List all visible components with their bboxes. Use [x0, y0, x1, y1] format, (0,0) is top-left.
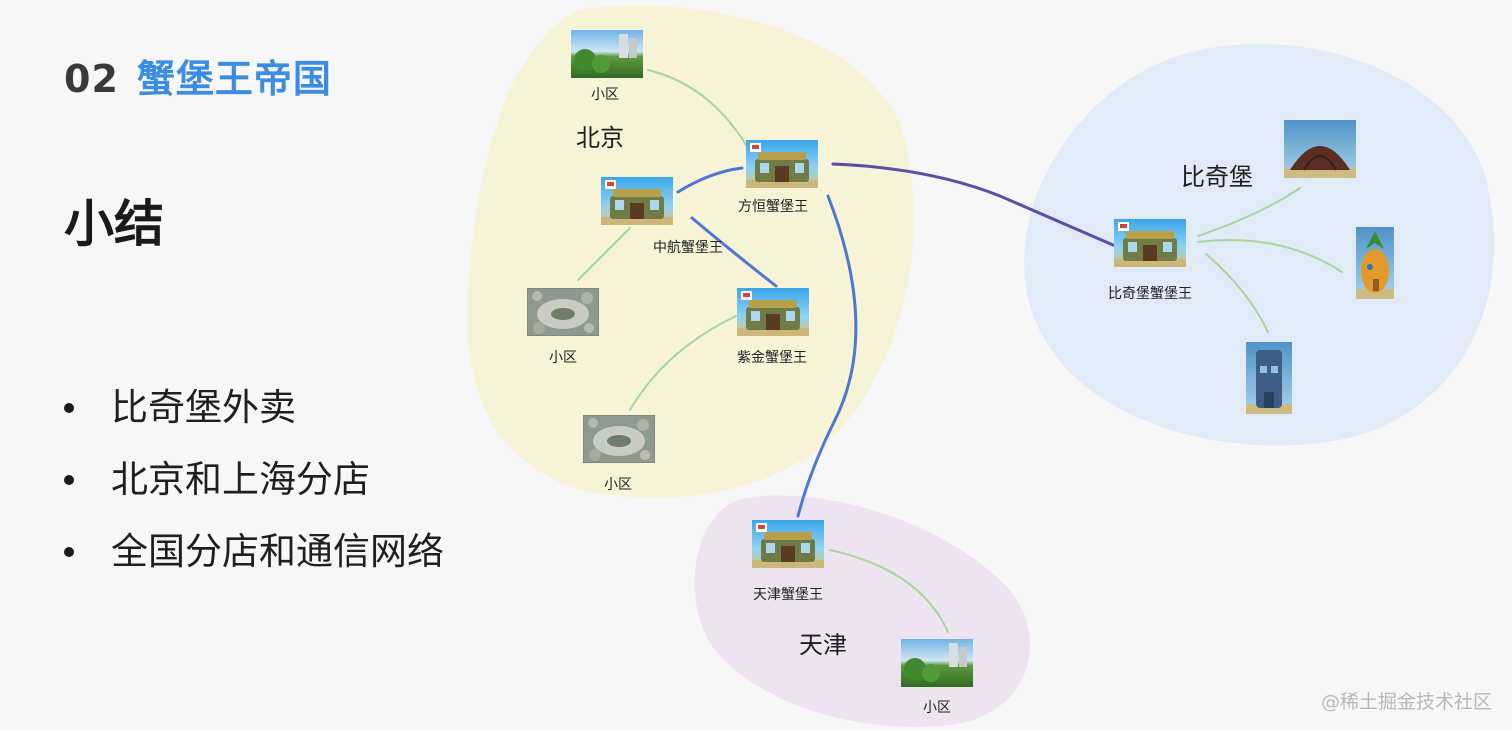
node-community-bottom: 小区	[583, 415, 655, 493]
link-tianjin-community	[829, 549, 949, 633]
bullet-item: 比奇堡外卖	[64, 382, 446, 454]
node-tianjin-kk: 天津蟹堡王	[752, 520, 824, 603]
region-labels: 北京 比奇堡 天津	[576, 124, 1253, 659]
node-label: 方恒蟹堡王	[738, 199, 808, 215]
bullet-list: 比奇堡外卖 北京和上海分店 全国分店和通信网络	[64, 382, 446, 598]
link-community-top-fangheng	[647, 69, 749, 149]
node-bikini-kk: 比奇堡蟹堡王	[1108, 219, 1192, 302]
tianjin-region	[694, 495, 1030, 727]
node-community-top: 小区	[571, 30, 643, 103]
node-label: 小区	[604, 477, 632, 493]
krusty-krab-icon	[737, 288, 809, 336]
node-label: 紫金蟹堡王	[737, 350, 807, 366]
krusty-krab-icon	[601, 177, 673, 225]
region-blobs	[467, 5, 1495, 727]
section-title: 蟹堡王帝国	[136, 57, 332, 101]
node-label: 小区	[923, 700, 951, 716]
node-label: 中航蟹堡王	[653, 240, 723, 256]
section-heading: 02 蟹堡王帝国	[64, 48, 332, 103]
node-label: 天津蟹堡王	[753, 587, 823, 603]
link-bikini-pineapple	[1197, 239, 1343, 273]
node-zhonghang: 中航蟹堡王	[601, 177, 723, 256]
node-label: 比奇堡蟹堡王	[1108, 285, 1192, 302]
aerial-community-icon	[583, 415, 655, 463]
krusty-krab-icon	[746, 140, 818, 188]
link-fangheng-bikini	[831, 162, 1115, 247]
link-zhonghang-community-left	[577, 227, 631, 281]
krusty-krab-icon	[1114, 219, 1186, 267]
node-label: 小区	[549, 350, 577, 366]
pineapple-house-icon	[1356, 227, 1394, 299]
link-zhonghang-fangheng	[676, 166, 744, 194]
link-zhonghang-zijin	[690, 216, 778, 288]
community-photo-icon	[571, 30, 643, 78]
node-pineapple-house	[1356, 227, 1394, 299]
link-fangheng-tianjin	[796, 194, 858, 518]
tiki-house-icon	[1246, 342, 1292, 414]
link-bikini-tiki	[1205, 253, 1269, 333]
krusty-krab-icon	[752, 520, 824, 568]
node-tiki-house	[1246, 342, 1292, 414]
section-number: 02	[64, 57, 119, 101]
slide-subtitle: 小结	[64, 195, 164, 253]
bikini-label: 比奇堡	[1181, 163, 1253, 191]
beijing-label: 北京	[576, 124, 624, 152]
node-rock-house	[1284, 120, 1356, 178]
link-bikini-rock	[1197, 187, 1301, 237]
aerial-community-icon	[527, 288, 599, 336]
rock-house-icon	[1284, 120, 1356, 178]
watermark: @稀土掘金技术社区	[1320, 691, 1492, 713]
community-photo-icon	[901, 639, 973, 687]
node-fangheng: 方恒蟹堡王	[738, 140, 818, 215]
tianjin-label: 天津	[799, 631, 847, 659]
node-zijin: 紫金蟹堡王	[737, 288, 809, 366]
bullet-item: 北京和上海分店	[64, 454, 446, 526]
node-community-left: 小区	[527, 288, 599, 366]
node-tj-community: 小区	[901, 639, 973, 716]
beijing-region	[467, 5, 914, 498]
bullet-item: 全国分店和通信网络	[64, 526, 446, 598]
link-zijin-community-bottom	[629, 315, 737, 411]
link-layer	[577, 69, 1343, 633]
node-label: 小区	[591, 87, 619, 103]
bikini-region	[1024, 43, 1495, 446]
